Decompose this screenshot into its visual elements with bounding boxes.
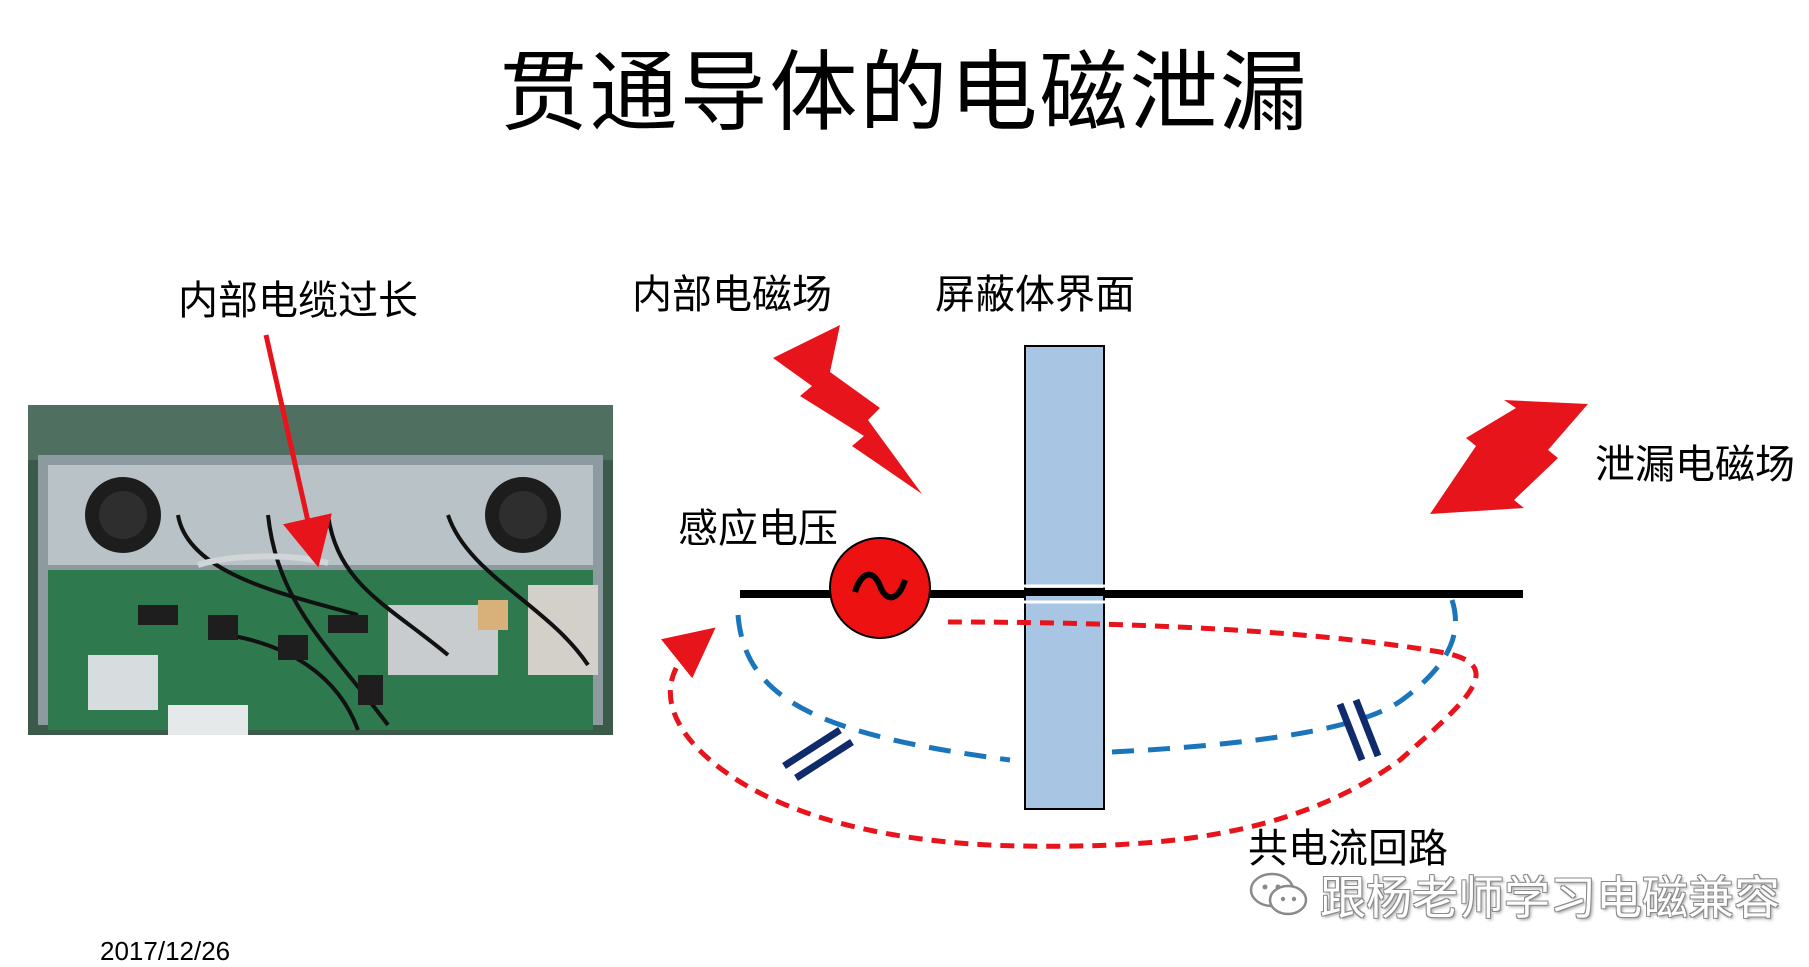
slide-date: 2017/12/26 bbox=[100, 936, 231, 966]
common-mode-current-loop bbox=[660, 619, 1479, 849]
cable-return-path-right bbox=[1111, 599, 1458, 755]
common-mode-loop-label: 共电流回路 bbox=[1248, 826, 1448, 872]
cable-return-path bbox=[735, 614, 1011, 763]
shield-interface-label: 屏蔽体界面 bbox=[935, 272, 1135, 318]
wechat-icon bbox=[1249, 872, 1308, 916]
watermark: 跟杨老师学习电磁兼容 bbox=[1248, 866, 1780, 925]
cable-pointer-arrow bbox=[263, 334, 332, 568]
internal-field-bolt-icon bbox=[773, 325, 922, 494]
leaked-field-bolt-icon bbox=[1430, 400, 1588, 514]
shield-interface-panel bbox=[1024, 345, 1105, 810]
cable-too-long-label: 内部电缆过长 bbox=[178, 278, 418, 324]
induced-voltage-label: 感应电压 bbox=[678, 506, 838, 552]
page-title: 贯通导体的电磁泄漏 bbox=[499, 41, 1310, 144]
parasitic-capacitor-left bbox=[782, 727, 854, 781]
leaked-field-label: 泄漏电磁场 bbox=[1595, 442, 1795, 488]
watermark-text: 跟杨老师学习电磁兼容 bbox=[1320, 871, 1780, 925]
induced-voltage-source bbox=[829, 537, 931, 639]
internal-field-label: 内部电磁场 bbox=[632, 272, 832, 318]
parasitic-capacitor-right bbox=[1336, 698, 1382, 762]
